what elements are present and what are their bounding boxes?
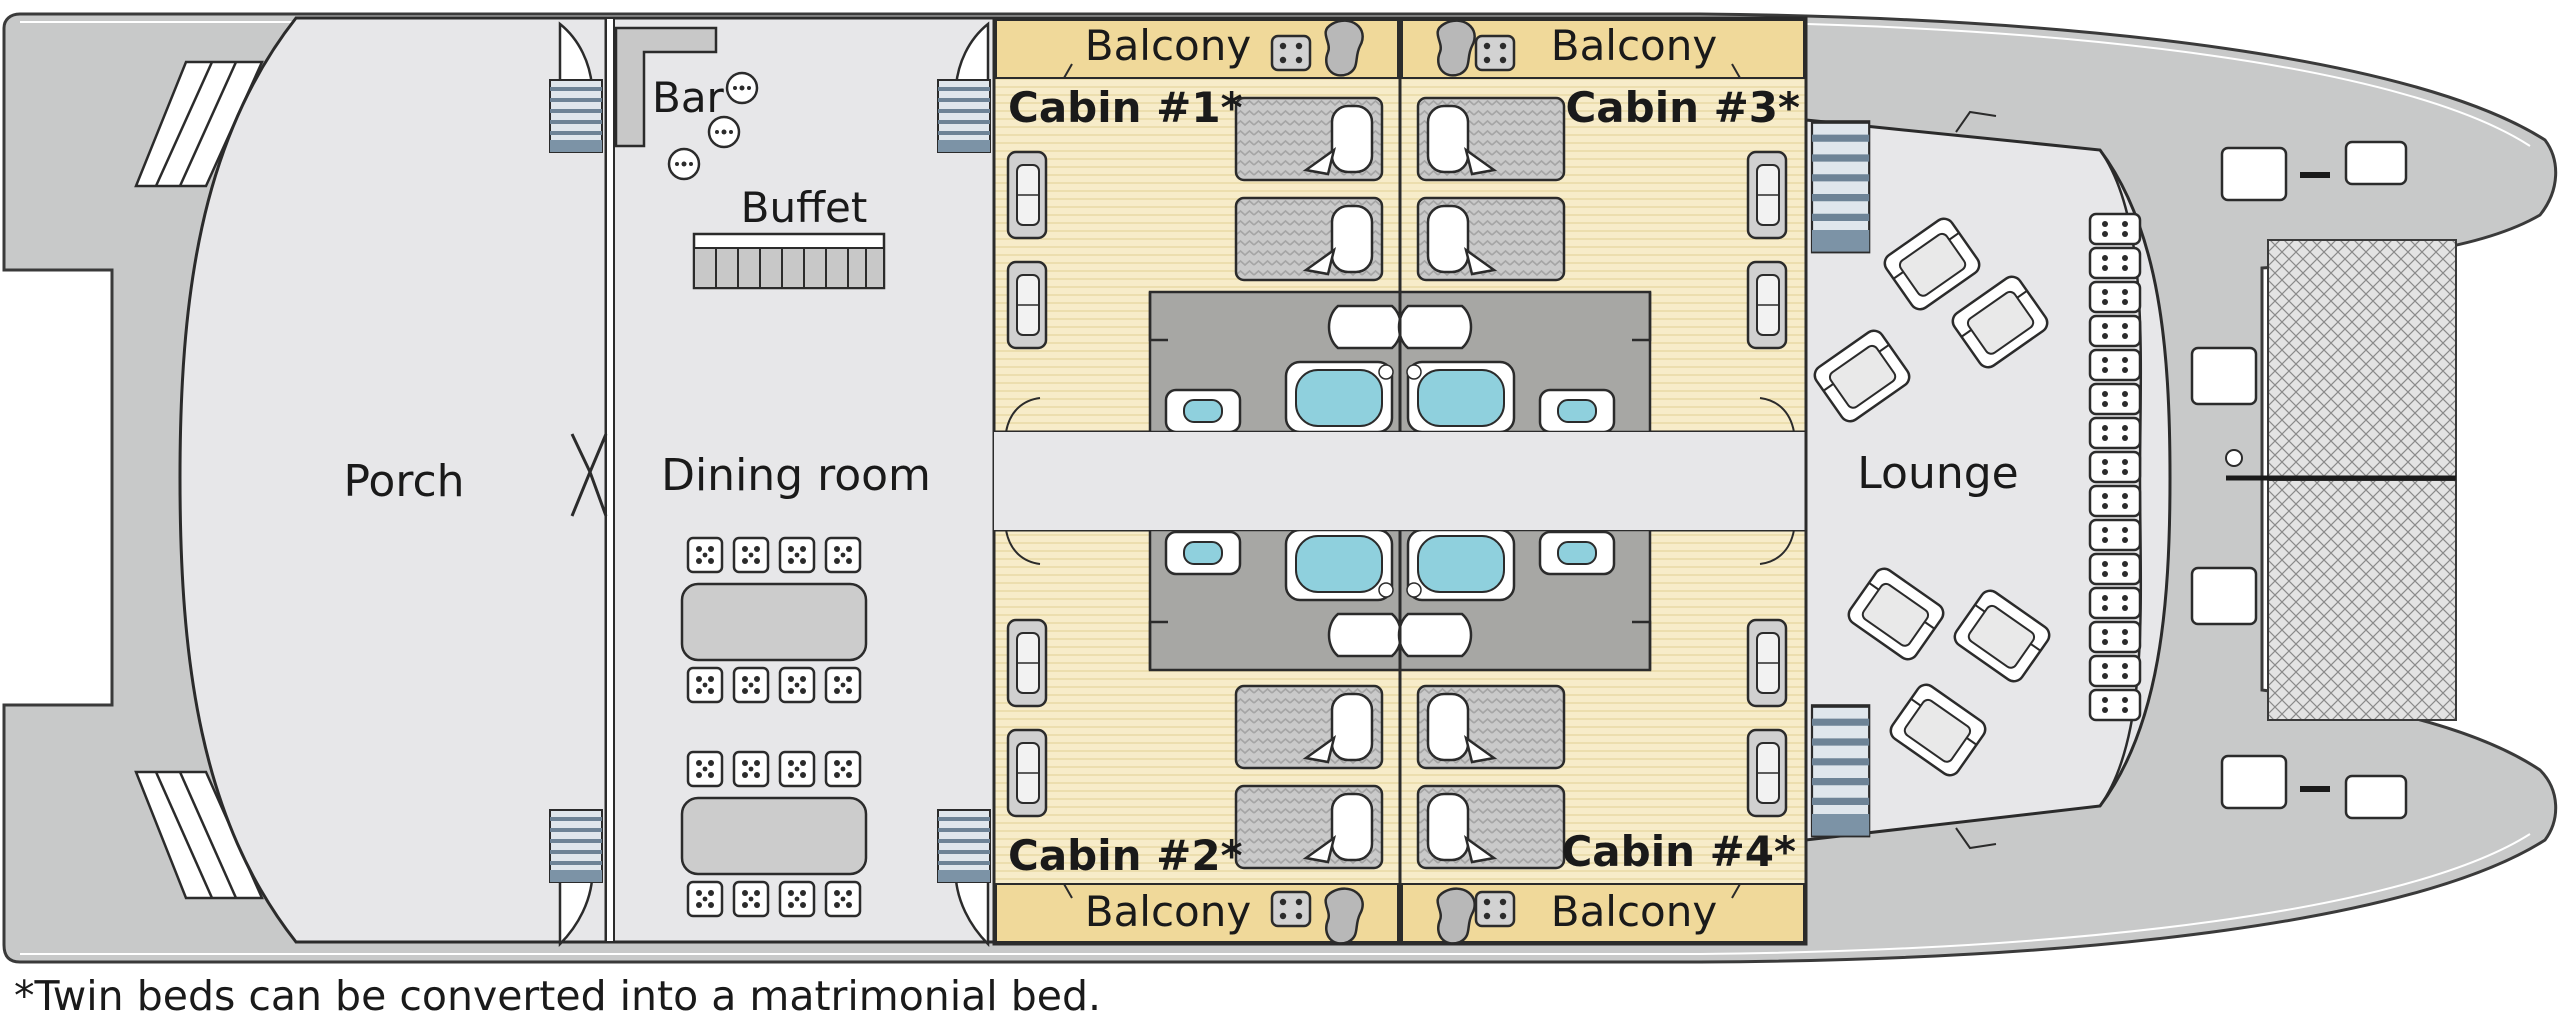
bar-counter: [614, 26, 718, 148]
tub-cabin-4: [1417, 535, 1505, 593]
hatch-bottom: [2220, 754, 2288, 810]
cabin-2-bed-1: [1234, 684, 1384, 770]
label-porch: Porch: [343, 456, 464, 507]
toilet-cabin-1: [1327, 304, 1403, 350]
toilet-cabin-2: [1327, 612, 1403, 658]
cleat-top: [2300, 172, 2330, 178]
cabin-3-bed-2: [1416, 196, 1566, 282]
porch-area: [178, 16, 608, 944]
lounge-bench: [2088, 212, 2142, 722]
stairs-lounge-top: [1812, 122, 1869, 252]
dining-table-1: [680, 536, 868, 704]
tub-cabin-3: [1417, 369, 1505, 427]
aft-steps-top: [134, 60, 264, 188]
cabin-3-bed-1: [1416, 96, 1566, 182]
label-balcony-1: Balcony: [1085, 21, 1251, 70]
cabin-2-armchair-1: [1006, 618, 1048, 708]
dining-table-2: [680, 750, 868, 918]
cabin-1-armchair-1: [1006, 150, 1048, 240]
cabin-4-armchair-1: [1746, 618, 1788, 708]
hatch-bottom-small: [2344, 774, 2408, 820]
hatch-top: [2220, 146, 2288, 202]
trampoline-net-top: [2267, 239, 2457, 481]
cabin-4-bed-1: [1416, 684, 1566, 770]
cabin-4-bed-2: [1416, 784, 1566, 870]
label-buffet: Buffet: [741, 183, 868, 232]
stairs-porch-top: [548, 78, 604, 154]
cleat-bottom: [2300, 786, 2330, 792]
label-balcony-4: Balcony: [1551, 887, 1717, 936]
bow-ring: [2225, 449, 2243, 467]
bar-stools: [667, 71, 759, 181]
stairs-lounge-bottom: [1812, 706, 1869, 836]
label-dining-room: Dining room: [661, 450, 931, 501]
sink-cabin-1: [1164, 388, 1242, 434]
toilet-cabin-3: [1397, 304, 1473, 350]
corridor: [994, 432, 1806, 530]
cabin-2-bed-2: [1234, 784, 1384, 870]
sink-cabin-4: [1538, 530, 1616, 576]
hull-rim-bottom: [20, 833, 2531, 955]
footnote: *Twin beds can be converted into a matri…: [14, 972, 1102, 1020]
hatch-top-small: [2344, 140, 2408, 186]
hull-rim-top: [20, 21, 2531, 147]
toilet-cabin-4: [1397, 612, 1473, 658]
tub-cabin-2: [1295, 535, 1383, 593]
label-cabin-2: Cabin #2*: [1008, 831, 1243, 880]
label-balcony-3: Balcony: [1551, 21, 1717, 70]
label-balcony-2: Balcony: [1085, 887, 1251, 936]
sink-cabin-3: [1538, 388, 1616, 434]
trampoline-net-bottom: [2267, 479, 2457, 721]
cabin-1-armchair-2: [1006, 260, 1048, 350]
hatch-mid-top: [2190, 346, 2258, 406]
stairs-porch-bottom: [548, 808, 604, 884]
dining-wall: [605, 17, 615, 943]
hatch-mid-bottom: [2190, 566, 2258, 626]
label-cabin-4: Cabin #4*: [1561, 827, 1796, 876]
cabin-1-bed-2: [1234, 196, 1384, 282]
stairs-dining-top: [936, 78, 992, 154]
cabin-3-armchair-1: [1746, 150, 1788, 240]
aft-steps-bottom: [134, 770, 264, 900]
cabin-2-armchair-2: [1006, 728, 1048, 818]
cabin-1-bed-1: [1234, 96, 1384, 182]
balcony-1-table: [1270, 34, 1312, 72]
cabin-4-armchair-2: [1746, 728, 1788, 818]
sink-cabin-2: [1164, 530, 1242, 576]
label-cabin-3: Cabin #3*: [1565, 83, 1800, 132]
stairs-dining-bottom: [936, 808, 992, 884]
label-bar: Bar: [652, 73, 725, 122]
label-cabin-1: Cabin #1*: [1008, 83, 1243, 132]
balcony-4-table: [1474, 890, 1516, 928]
label-lounge: Lounge: [1857, 448, 2018, 499]
tub-cabin-1: [1295, 369, 1383, 427]
cabin-3-armchair-2: [1746, 260, 1788, 350]
buffet-counter: [692, 232, 886, 290]
balcony-3-table: [1474, 34, 1516, 72]
balcony-2-table: [1270, 890, 1312, 928]
